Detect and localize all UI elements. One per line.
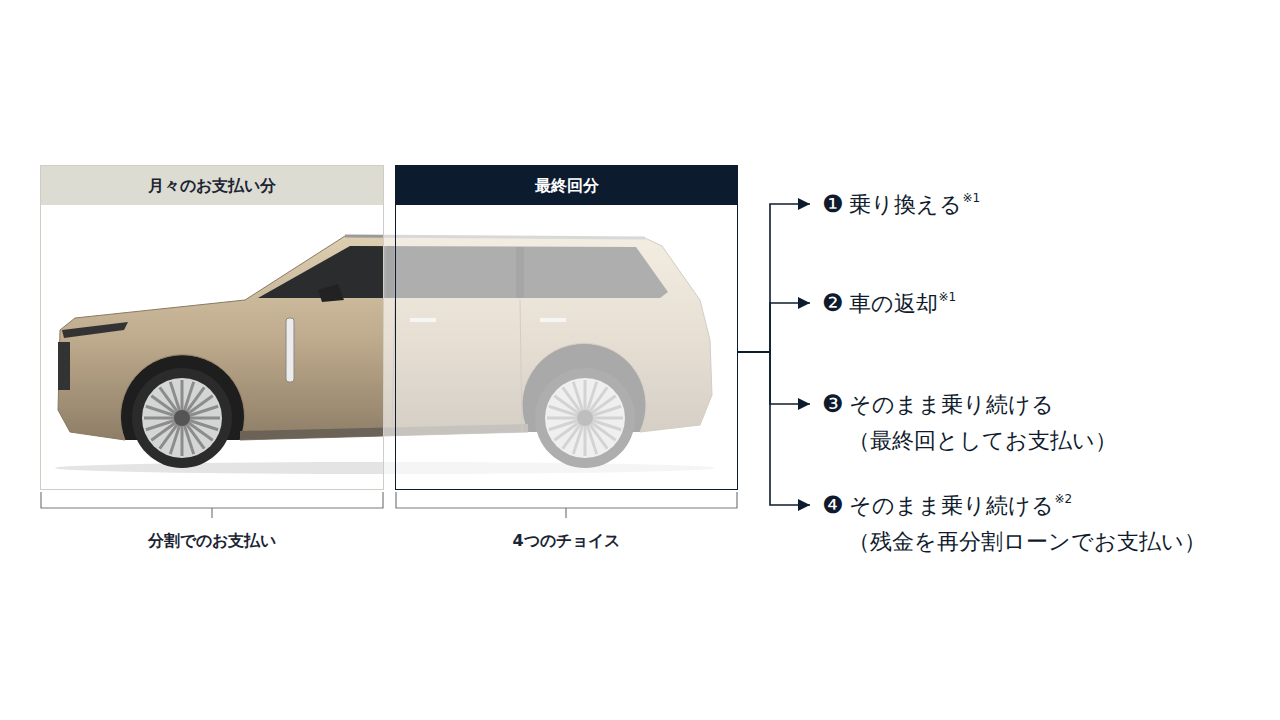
headlight (62, 322, 128, 338)
bracket-label: 分割でのお支払い (148, 531, 276, 552)
branch-arrow (738, 352, 810, 505)
choice-number: ❷ (822, 289, 844, 317)
side-vent (286, 318, 294, 382)
choice-text: 車の返却 (849, 291, 938, 316)
branch-arrow (738, 204, 810, 352)
panel-header: 最終回分 (396, 166, 737, 205)
bracket (396, 492, 737, 518)
choice-item: ❷車の返却※1 (822, 289, 956, 319)
choice-row: ❷車の返却※1 (822, 289, 956, 319)
grille (58, 342, 70, 390)
fade-overlay (384, 222, 724, 478)
choice-text: 乗り換える (849, 192, 962, 217)
choice-text: そのまま乗り続ける (849, 392, 1054, 417)
choice-row: ❶乗り換える※1 (822, 190, 980, 220)
choice-number: ❶ (822, 190, 844, 218)
choice-text: そのまま乗り続ける (849, 493, 1054, 518)
footnote-mark: ※2 (1055, 492, 1073, 506)
choice-row: ❹そのまま乗り続ける※2 (822, 491, 1206, 521)
payment-panel: 最終回分 (395, 165, 738, 490)
branch-arrow (738, 352, 810, 404)
footnote-mark: ※1 (963, 191, 981, 205)
choice-row: ❸そのまま乗り続ける (822, 390, 1117, 420)
choice-item: ❶乗り換える※1 (822, 190, 980, 220)
panel-header: 月々のお支払い分 (41, 166, 383, 205)
choice-number: ❹ (822, 491, 844, 519)
choice-item: ❹そのまま乗り続ける※2 （残金を再分割ローンでお支払い） (822, 491, 1206, 557)
footnote-mark: ※1 (939, 290, 957, 304)
choice-item: ❸そのまま乗り続ける （最終回としてお支払い） (822, 390, 1117, 456)
branch-arrow (738, 303, 810, 352)
bracket (41, 492, 383, 518)
choice-number: ❸ (822, 390, 844, 418)
car-mirror (318, 284, 344, 302)
front-wheel (132, 368, 232, 468)
bracket-label: 4つのチョイス (512, 531, 619, 552)
choice-note: （最終回としてお支払い） (822, 426, 1117, 456)
payment-panel: 月々のお支払い分 (40, 165, 384, 490)
choice-note: （残金を再分割ローンでお支払い） (822, 527, 1206, 557)
